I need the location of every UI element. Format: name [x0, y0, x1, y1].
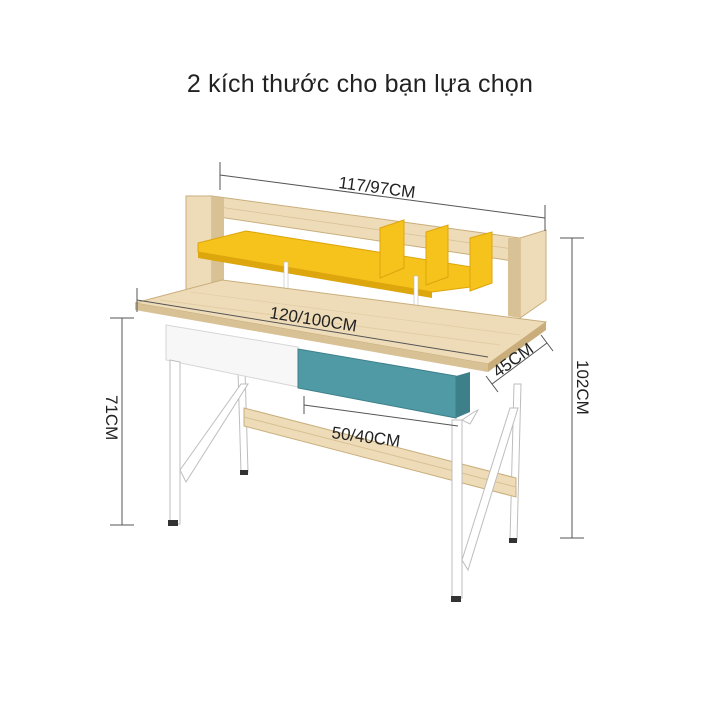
- total-height-label: 102CM: [573, 360, 592, 415]
- desktop-surface: [134, 279, 548, 372]
- back-left-foot: [240, 470, 248, 475]
- shelf-divider-3: [469, 231, 493, 292]
- hutch-width-label: 117/97CM: [337, 173, 416, 202]
- back-right-foot: [509, 538, 517, 543]
- yellow-shelf: [197, 219, 493, 327]
- shelf-divider-2: [425, 224, 449, 286]
- front-right-leg: [451, 419, 463, 599]
- dimension-lines: [110, 162, 584, 539]
- front-legs: [168, 359, 519, 602]
- desk-height-label: 71CM: [102, 395, 121, 440]
- page-title: 2 kích thước cho bạn lựa chọn: [186, 70, 534, 98]
- back-right-leg: [509, 383, 522, 541]
- hutch-right-side: [508, 229, 547, 319]
- shelf-divider-1: [379, 219, 405, 279]
- rear-stretcher-panel: [243, 407, 517, 498]
- drawers: [165, 324, 470, 419]
- front-left-leg: [169, 359, 181, 525]
